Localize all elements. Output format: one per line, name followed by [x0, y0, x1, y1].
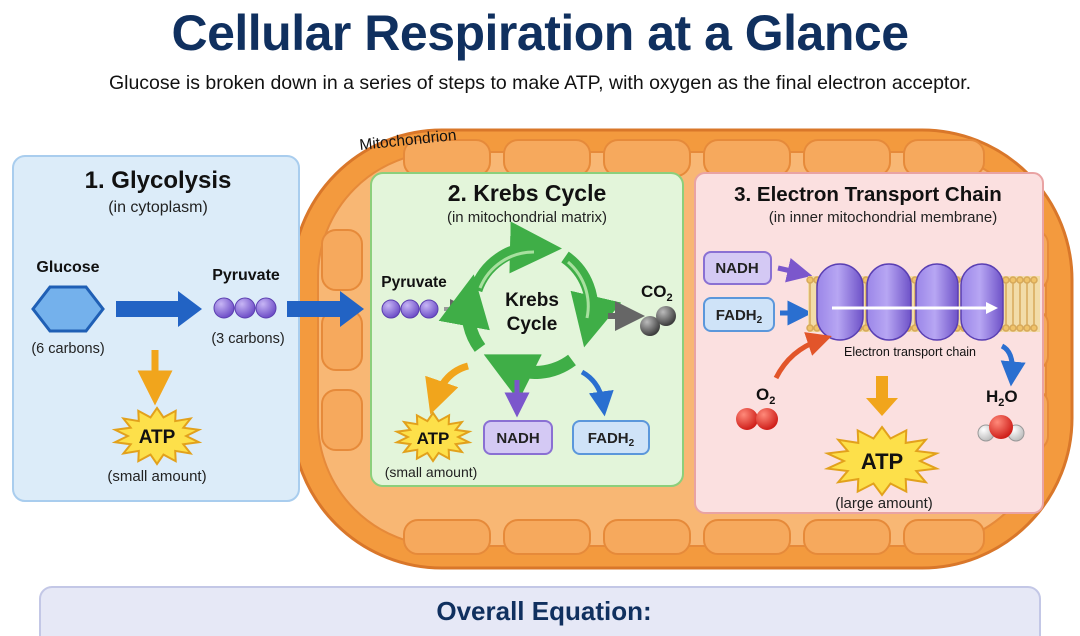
krebs-panel: 2. Krebs Cycle (in mitochondrial matrix)…: [370, 172, 684, 487]
etc-atp-burst: ATP: [823, 425, 941, 497]
krebs-title: 2. Krebs Cycle: [448, 180, 607, 206]
etc-nadh-arrow: [777, 258, 813, 283]
etc-atp-label: ATP: [861, 449, 903, 474]
co2-label: CO2: [641, 282, 673, 304]
krebs-nadh-label: NADH: [496, 430, 539, 447]
glycolysis-pyruvate-label: Pyruvate: [212, 267, 280, 284]
etc-fadh2-label: FADH2: [716, 307, 763, 326]
glycolysis-panel: 1. Glycolysis (in cytoplasm) Glucose (6 …: [12, 155, 300, 502]
krebs-fadh2-label: FADH2: [588, 430, 635, 449]
page-subtitle: Glucose is broken down in a series of st…: [108, 72, 972, 94]
h2o-label: H2O: [986, 387, 1018, 409]
krebs-fadh2-badge: FADH2: [572, 420, 650, 455]
cycle-highlight: [478, 250, 590, 319]
krebs-atp-label: ATP: [417, 429, 450, 448]
krebs-atp-arrow: [425, 362, 470, 415]
krebs-nadh-badge: NADH: [483, 420, 553, 455]
o2-molecule-icon: [736, 408, 778, 430]
glycolysis-atp-note: (small amount): [107, 468, 206, 485]
o2-label: O2: [756, 385, 775, 407]
etc-nadh-badge: NADH: [703, 251, 772, 285]
krebs-pyruvate-label: Pyruvate: [381, 274, 447, 291]
krebs-atp-note: (small amount): [385, 464, 478, 480]
pyruvate-entry-arrow: [287, 291, 364, 327]
etc-chain-label: Electron transport chain: [844, 345, 976, 359]
krebs-fadh2-arrow: [580, 369, 614, 417]
glucose-hexagon-icon: [31, 285, 105, 333]
etc-title: 3. Electron Transport Chain: [734, 183, 1002, 206]
glucose-note: (6 carbons): [31, 341, 104, 357]
glycolysis-atp-burst: ATP: [111, 406, 203, 466]
cristae-folds: [321, 139, 1049, 555]
krebs-cycle-label-line2: Cycle: [507, 314, 558, 335]
glucose-to-pyruvate-arrow: [116, 291, 202, 327]
krebs-cycle-label-line1: Krebs: [505, 290, 559, 311]
page-title: Cellular Respiration at a Glance: [171, 5, 909, 61]
glycolysis-atp-label: ATP: [139, 427, 176, 448]
etc-atp-note: (large amount): [835, 495, 933, 512]
co2-molecule-icon: [640, 306, 676, 336]
etc-nadh-label: NADH: [715, 260, 758, 277]
krebs-cycle-icon: [438, 221, 622, 401]
glycolysis-pyruvate-molecule-icon: [213, 297, 277, 319]
krebs-location: (in mitochondrial matrix): [447, 209, 607, 226]
h2o-molecule-icon: [977, 415, 1025, 442]
etc-fadh2-badge: FADH2: [703, 297, 775, 332]
etc-panel: 3. Electron Transport Chain (in inner mi…: [694, 172, 1044, 514]
krebs-atp-burst: ATP: [393, 411, 473, 463]
glucose-label: Glucose: [36, 259, 99, 276]
krebs-pyruvate-molecule-icon: [381, 299, 439, 319]
etc-atp-arrow: [866, 376, 898, 416]
equation-title: Overall Equation:: [436, 596, 651, 626]
o2-arrow: [773, 332, 832, 380]
glycolysis-title: 1. Glycolysis: [85, 167, 232, 194]
h2o-arrow: [1000, 343, 1026, 387]
glycolysis-location: (in cytoplasm): [108, 199, 208, 216]
etc-location: (in inner mitochondrial membrane): [769, 209, 997, 226]
etc-protein-complexes: [816, 263, 1004, 341]
glycolysis-pyruvate-note: (3 carbons): [211, 331, 284, 347]
equation-banner: Overall Equation:: [39, 586, 1041, 636]
